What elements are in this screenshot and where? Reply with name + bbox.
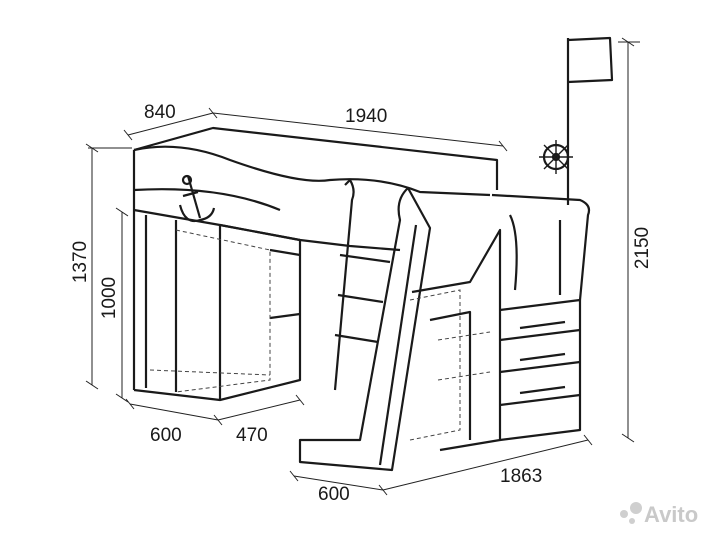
dimension-labels: 840 1940 2150 1370 1000 600 470 600 1863 xyxy=(70,102,653,505)
dim-top-depth: 840 xyxy=(144,102,176,123)
hidden-lines xyxy=(149,229,491,441)
avito-watermark: Avito xyxy=(620,502,698,527)
dim-top-length: 1940 xyxy=(345,106,387,127)
dim-overall-height: 2150 xyxy=(632,227,653,269)
dim-base-length: 1863 xyxy=(500,466,542,487)
bed-frame xyxy=(132,36,614,472)
watermark-text: Avito xyxy=(644,502,698,527)
dim-slide-width: 600 xyxy=(318,484,350,505)
dim-wardrobe-width: 600 xyxy=(150,425,182,446)
dim-bed-height: 1370 xyxy=(70,241,91,283)
dimension-lines xyxy=(85,37,640,496)
dim-wardrobe-height: 1000 xyxy=(99,277,120,319)
dim-shelf-depth: 470 xyxy=(236,425,268,446)
